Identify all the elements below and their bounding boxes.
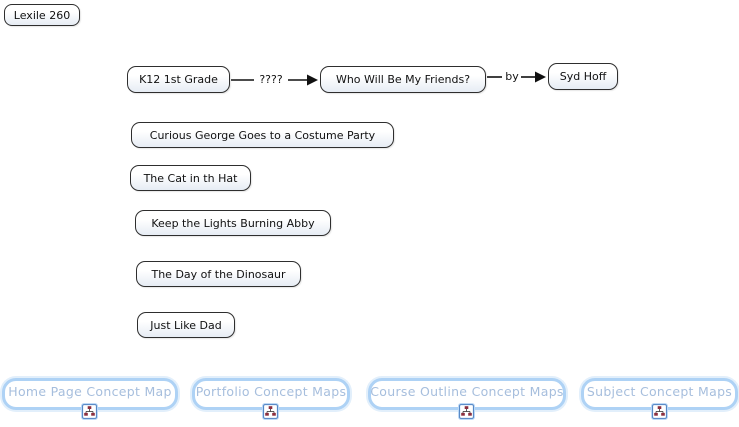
concept-map-icon	[651, 403, 668, 420]
node-lexile-level[interactable]: Lexile 260	[4, 4, 80, 26]
arrowhead-icon	[535, 71, 546, 83]
node-author[interactable]: Syd Hoff	[548, 63, 618, 90]
node-book-title[interactable]: Who Will Be My Friends?	[320, 66, 486, 93]
arrowhead-icon	[307, 74, 318, 86]
node-book-just-like-dad[interactable]: Just Like Dad	[137, 312, 235, 338]
node-book-lights-burning-abby[interactable]: Keep the Lights Burning Abby	[135, 210, 331, 236]
linking-phrase-by: by	[505, 70, 519, 83]
node-book-curious-george[interactable]: Curious George Goes to a Costume Party	[131, 122, 394, 148]
node-grade[interactable]: K12 1st Grade	[127, 66, 230, 93]
course-outline-concept-maps-button[interactable]: Course Outline Concept Maps	[368, 378, 566, 410]
node-book-cat-in-hat[interactable]: The Cat in th Hat	[130, 165, 251, 191]
subject-concept-maps-button[interactable]: Subject Concept Maps	[581, 378, 738, 410]
node-book-day-of-dinosaur[interactable]: The Day of the Dinosaur	[136, 261, 301, 287]
concept-map-icon	[458, 403, 475, 420]
concept-map-icon	[262, 403, 279, 420]
concept-map-icon	[81, 403, 98, 420]
home-page-concept-map-button[interactable]: Home Page Concept Map	[2, 378, 178, 410]
linking-phrase-unknown: ????	[259, 73, 283, 86]
